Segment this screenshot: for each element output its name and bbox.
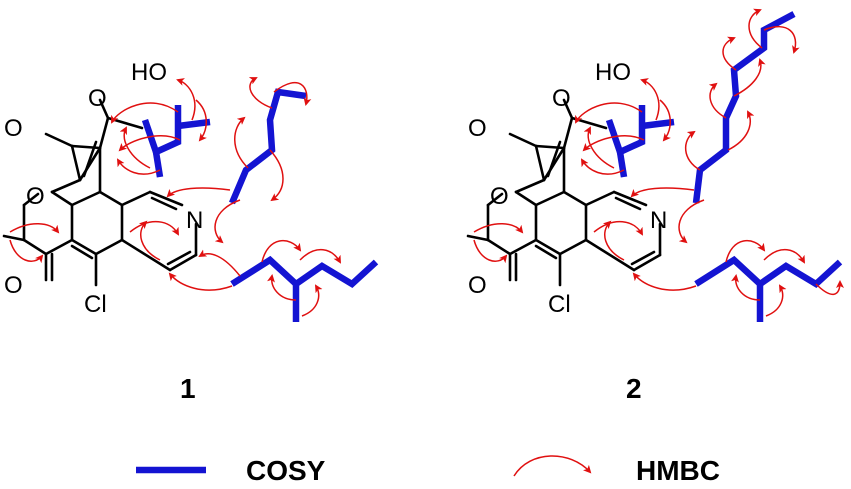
compound-2-number: 2	[626, 373, 642, 404]
compound-1-skeleton-bonds	[2, 98, 198, 287]
compound-1-n-label: N	[186, 207, 203, 234]
compound-1-number: 1	[180, 373, 196, 404]
compound-2-cl-label: Cl	[548, 291, 571, 318]
cosy-legend-label: COSY	[246, 455, 326, 486]
compound-1-cosy-bonds	[141, 88, 379, 322]
compound-1-lactone-o-label: O	[4, 115, 23, 142]
compound-2-n-label: N	[650, 207, 667, 234]
compound-2-structure: HO O O O O N Cl 2	[466, 8, 844, 404]
hmbc-legend-label: HMBC	[636, 455, 720, 486]
compound-1-ring-o-label: O	[26, 183, 45, 210]
compound-2-ring-o-label: O	[490, 183, 509, 210]
compound-2-lactone-o-label: O	[468, 115, 487, 142]
compound-1-oh-label: HO	[131, 59, 167, 86]
hmbc-legend-arrow-icon	[513, 455, 592, 477]
compound-2-oh-label: HO	[595, 59, 631, 86]
legend: COSY HMBC	[136, 455, 720, 486]
compound-1-hmbc-arrows	[9, 77, 341, 317]
compound-2-cosy-bonds	[605, 11, 843, 322]
compound-2-ketone-o-label: O	[552, 85, 571, 112]
compound-1-ketone-o-label: O	[88, 85, 107, 112]
compound-1-cl-label: Cl	[84, 291, 107, 318]
compound-2-skeleton-bonds	[466, 98, 662, 287]
compound-1-structure: HO O O O O N Cl 1	[2, 59, 379, 404]
compound-2-hmbc-arrows	[473, 8, 844, 317]
compound-1-enone-o-label: O	[4, 272, 23, 299]
compound-2-enone-o-label: O	[468, 272, 487, 299]
